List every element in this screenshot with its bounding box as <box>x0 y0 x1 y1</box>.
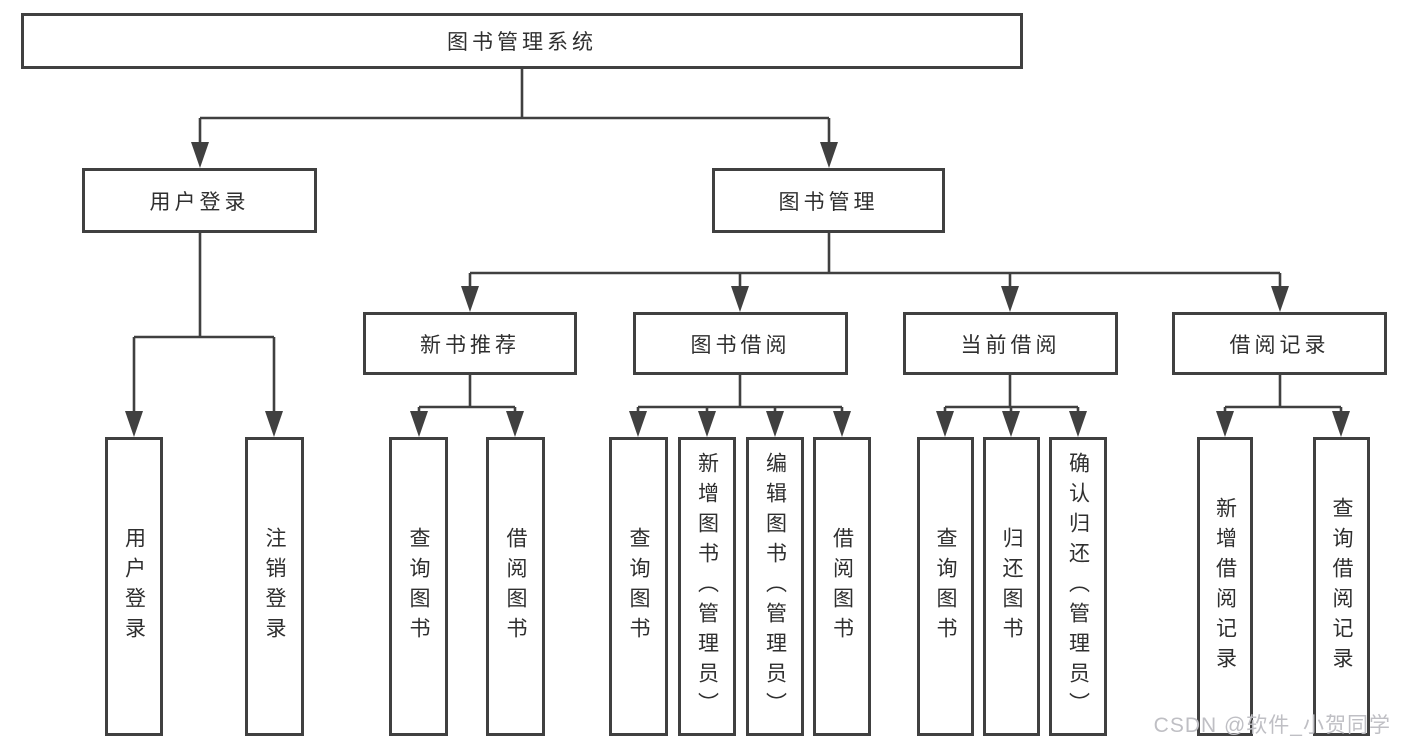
node-label: 当前借阅 <box>960 333 1061 357</box>
node-label: 图书管理 <box>778 190 879 214</box>
watermark: CSDN @软件_小贺同学 <box>1153 714 1391 737</box>
node-label: 借阅记录 <box>1229 333 1330 357</box>
leaf-label: 查询图书 <box>627 526 651 647</box>
connector-borrow-records-children <box>1216 375 1350 437</box>
node-borrow-records: 借阅记录 <box>1172 312 1387 375</box>
leaf-label: 归还图书 <box>1000 526 1024 647</box>
leaf-label: 编辑图书（管理员） <box>763 451 787 722</box>
node-book-borrow: 图书借阅 <box>633 312 848 375</box>
node-user-login: 用户登录 <box>82 168 317 233</box>
leaf-label: 查询借阅记录 <box>1330 496 1354 677</box>
node-label: 图书管理系统 <box>447 31 597 54</box>
node-book-management: 图书管理 <box>712 168 945 233</box>
leaf-query-books-2: 查询图书 <box>609 437 668 736</box>
leaf-label: 借阅图书 <box>830 526 854 647</box>
leaf-query-books-3: 查询图书 <box>917 437 974 736</box>
leaf-label: 借阅图书 <box>504 526 528 647</box>
leaf-borrow-books-1: 借阅图书 <box>486 437 545 736</box>
leaf-label: 新增借阅记录 <box>1213 496 1237 677</box>
leaf-edit-book-admin: 编辑图书（管理员） <box>746 437 804 736</box>
leaf-label: 查询图书 <box>407 526 431 647</box>
node-label: 新书推荐 <box>420 333 520 357</box>
connector-book-mgmt-to-level3 <box>461 233 1289 312</box>
connector-user-login-children <box>125 233 283 437</box>
leaf-label: 注销登录 <box>263 526 287 647</box>
connector-root-to-level2 <box>191 69 838 168</box>
connector-new-books-children <box>410 375 524 437</box>
connector-current-borrow-children <box>936 375 1087 437</box>
leaf-logout: 注销登录 <box>245 437 304 736</box>
node-new-book-recommend: 新书推荐 <box>363 312 577 375</box>
leaf-label: 新增图书（管理员） <box>695 451 719 722</box>
leaf-label: 查询图书 <box>934 526 958 647</box>
leaf-borrow-books-2: 借阅图书 <box>813 437 871 736</box>
node-current-borrow: 当前借阅 <box>903 312 1118 375</box>
leaf-label: 用户登录 <box>122 526 146 647</box>
leaf-confirm-return-admin: 确认归还（管理员） <box>1049 437 1107 736</box>
leaf-add-borrow-record: 新增借阅记录 <box>1197 437 1253 736</box>
node-label: 用户登录 <box>149 190 250 214</box>
leaf-label: 确认归还（管理员） <box>1066 451 1090 722</box>
leaf-add-book-admin: 新增图书（管理员） <box>678 437 736 736</box>
leaf-return-book: 归还图书 <box>983 437 1040 736</box>
leaf-user-login: 用户登录 <box>105 437 163 736</box>
leaf-query-books-1: 查询图书 <box>389 437 448 736</box>
node-library-management-system: 图书管理系统 <box>21 13 1023 69</box>
leaf-query-borrow-record: 查询借阅记录 <box>1313 437 1370 736</box>
connector-book-borrow-children <box>629 375 851 437</box>
node-label: 图书借阅 <box>690 333 791 357</box>
